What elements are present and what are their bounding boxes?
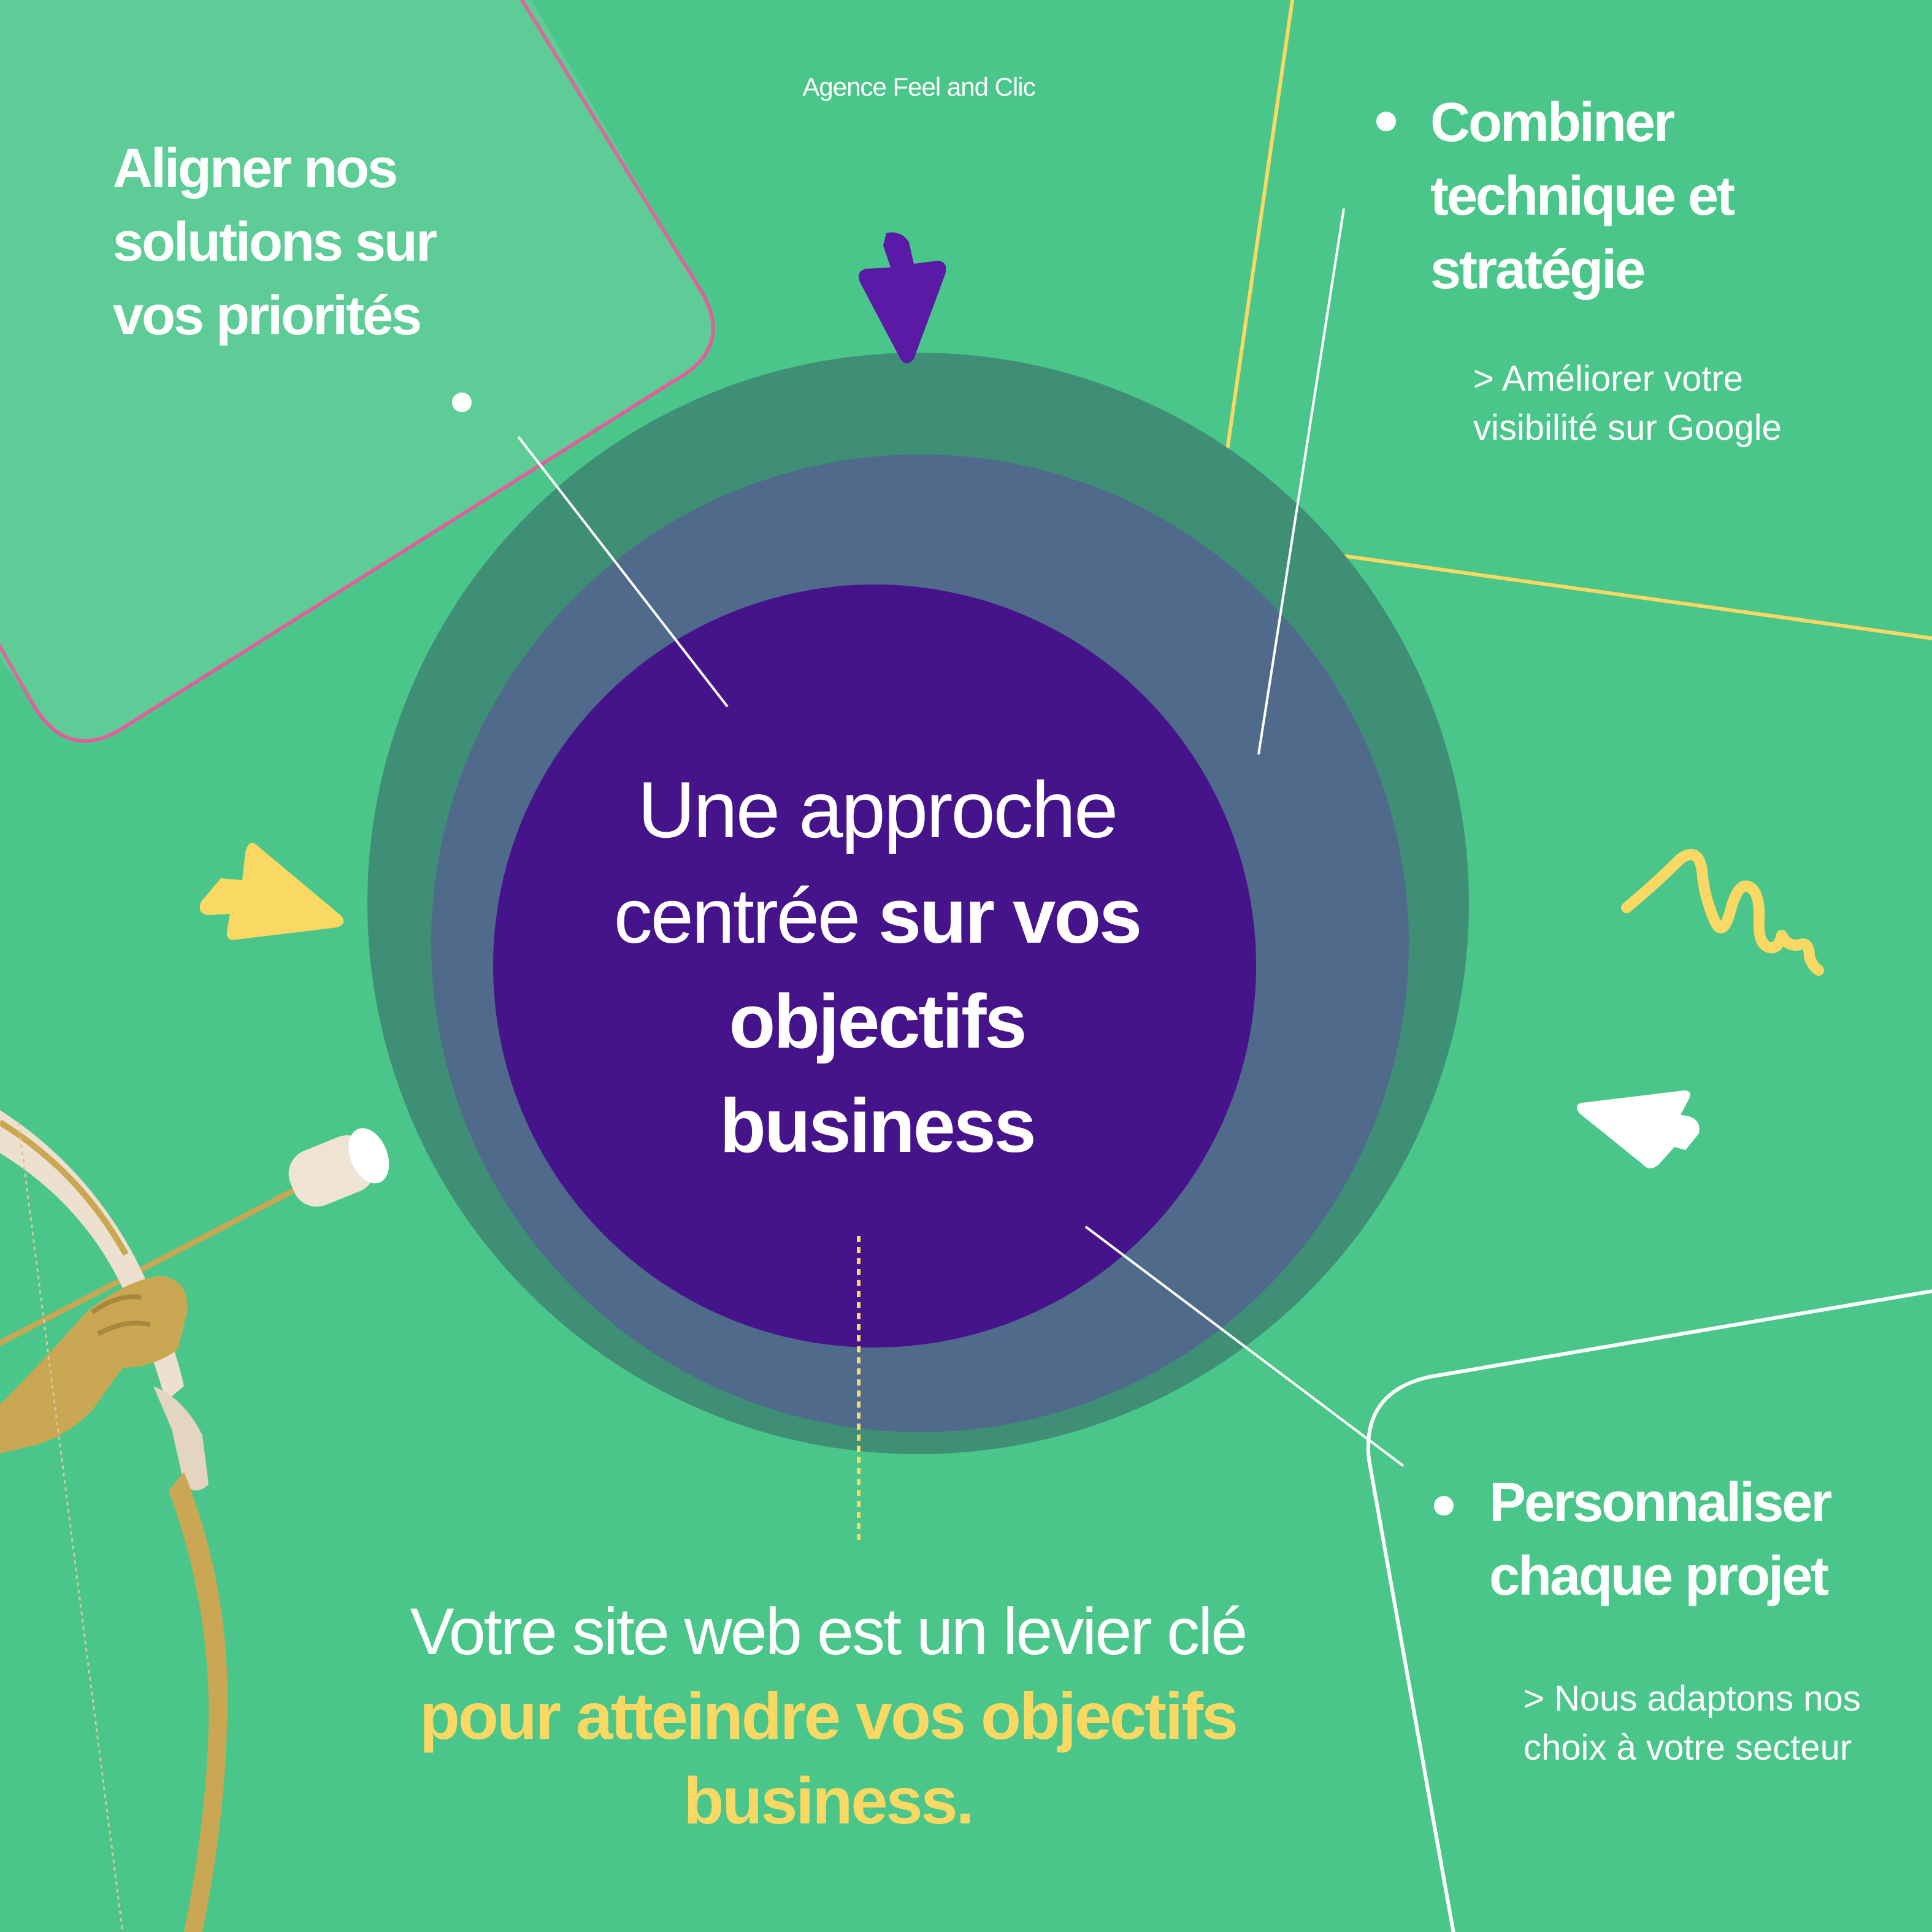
arrow-right-icon bbox=[199, 843, 344, 940]
pink-frame-shape bbox=[0, 0, 715, 743]
center-title-line-3: objectifs bbox=[729, 979, 1027, 1064]
left-heading: Aligner nos solutions sur vos priorités bbox=[113, 138, 437, 347]
frame-tint bbox=[0, 0, 713, 741]
tagline-line-1: Votre site web est un levier clé bbox=[410, 1594, 1248, 1668]
center-title-line-2: centrée sur vos bbox=[503, 867, 1251, 965]
center-title-bold: sur vos bbox=[878, 873, 1142, 959]
arrow-down-icon bbox=[859, 232, 946, 364]
center-title-line-4: business bbox=[719, 1084, 1037, 1168]
white-frame-shape bbox=[1366, 1289, 1932, 1932]
center-title-line-1: Une approche bbox=[637, 765, 1119, 854]
center-title-regular: centrée bbox=[613, 873, 861, 959]
connector-lines bbox=[517, 208, 1405, 1467]
bottom-right-subtext: > Nous adaptons nos choix à votre secteu… bbox=[1524, 1679, 1861, 1768]
bullet-icon bbox=[1434, 1496, 1454, 1516]
core-circle bbox=[493, 585, 1256, 1347]
bottom-right-heading: Personnaliser chaque projet bbox=[1489, 1472, 1832, 1607]
tagline-line-2: pour atteindre vos objectifs bbox=[419, 1679, 1238, 1753]
archer-bow-illustration bbox=[0, 1110, 389, 1932]
tagline-line-3: business. bbox=[683, 1763, 974, 1838]
bullet-icon bbox=[1376, 112, 1396, 131]
agency-name: Agence Feel and Clic bbox=[802, 72, 1035, 101]
bullet-icon bbox=[452, 393, 472, 412]
squiggle-icon bbox=[1621, 849, 1824, 976]
top-right-subtext: > Améliorer votre visibilité sur Google bbox=[1473, 359, 1782, 448]
target-circles bbox=[367, 353, 1469, 1454]
top-right-heading: Combiner technique et stratégie bbox=[1430, 92, 1735, 301]
arrow-up-left-icon bbox=[1577, 1091, 1700, 1168]
